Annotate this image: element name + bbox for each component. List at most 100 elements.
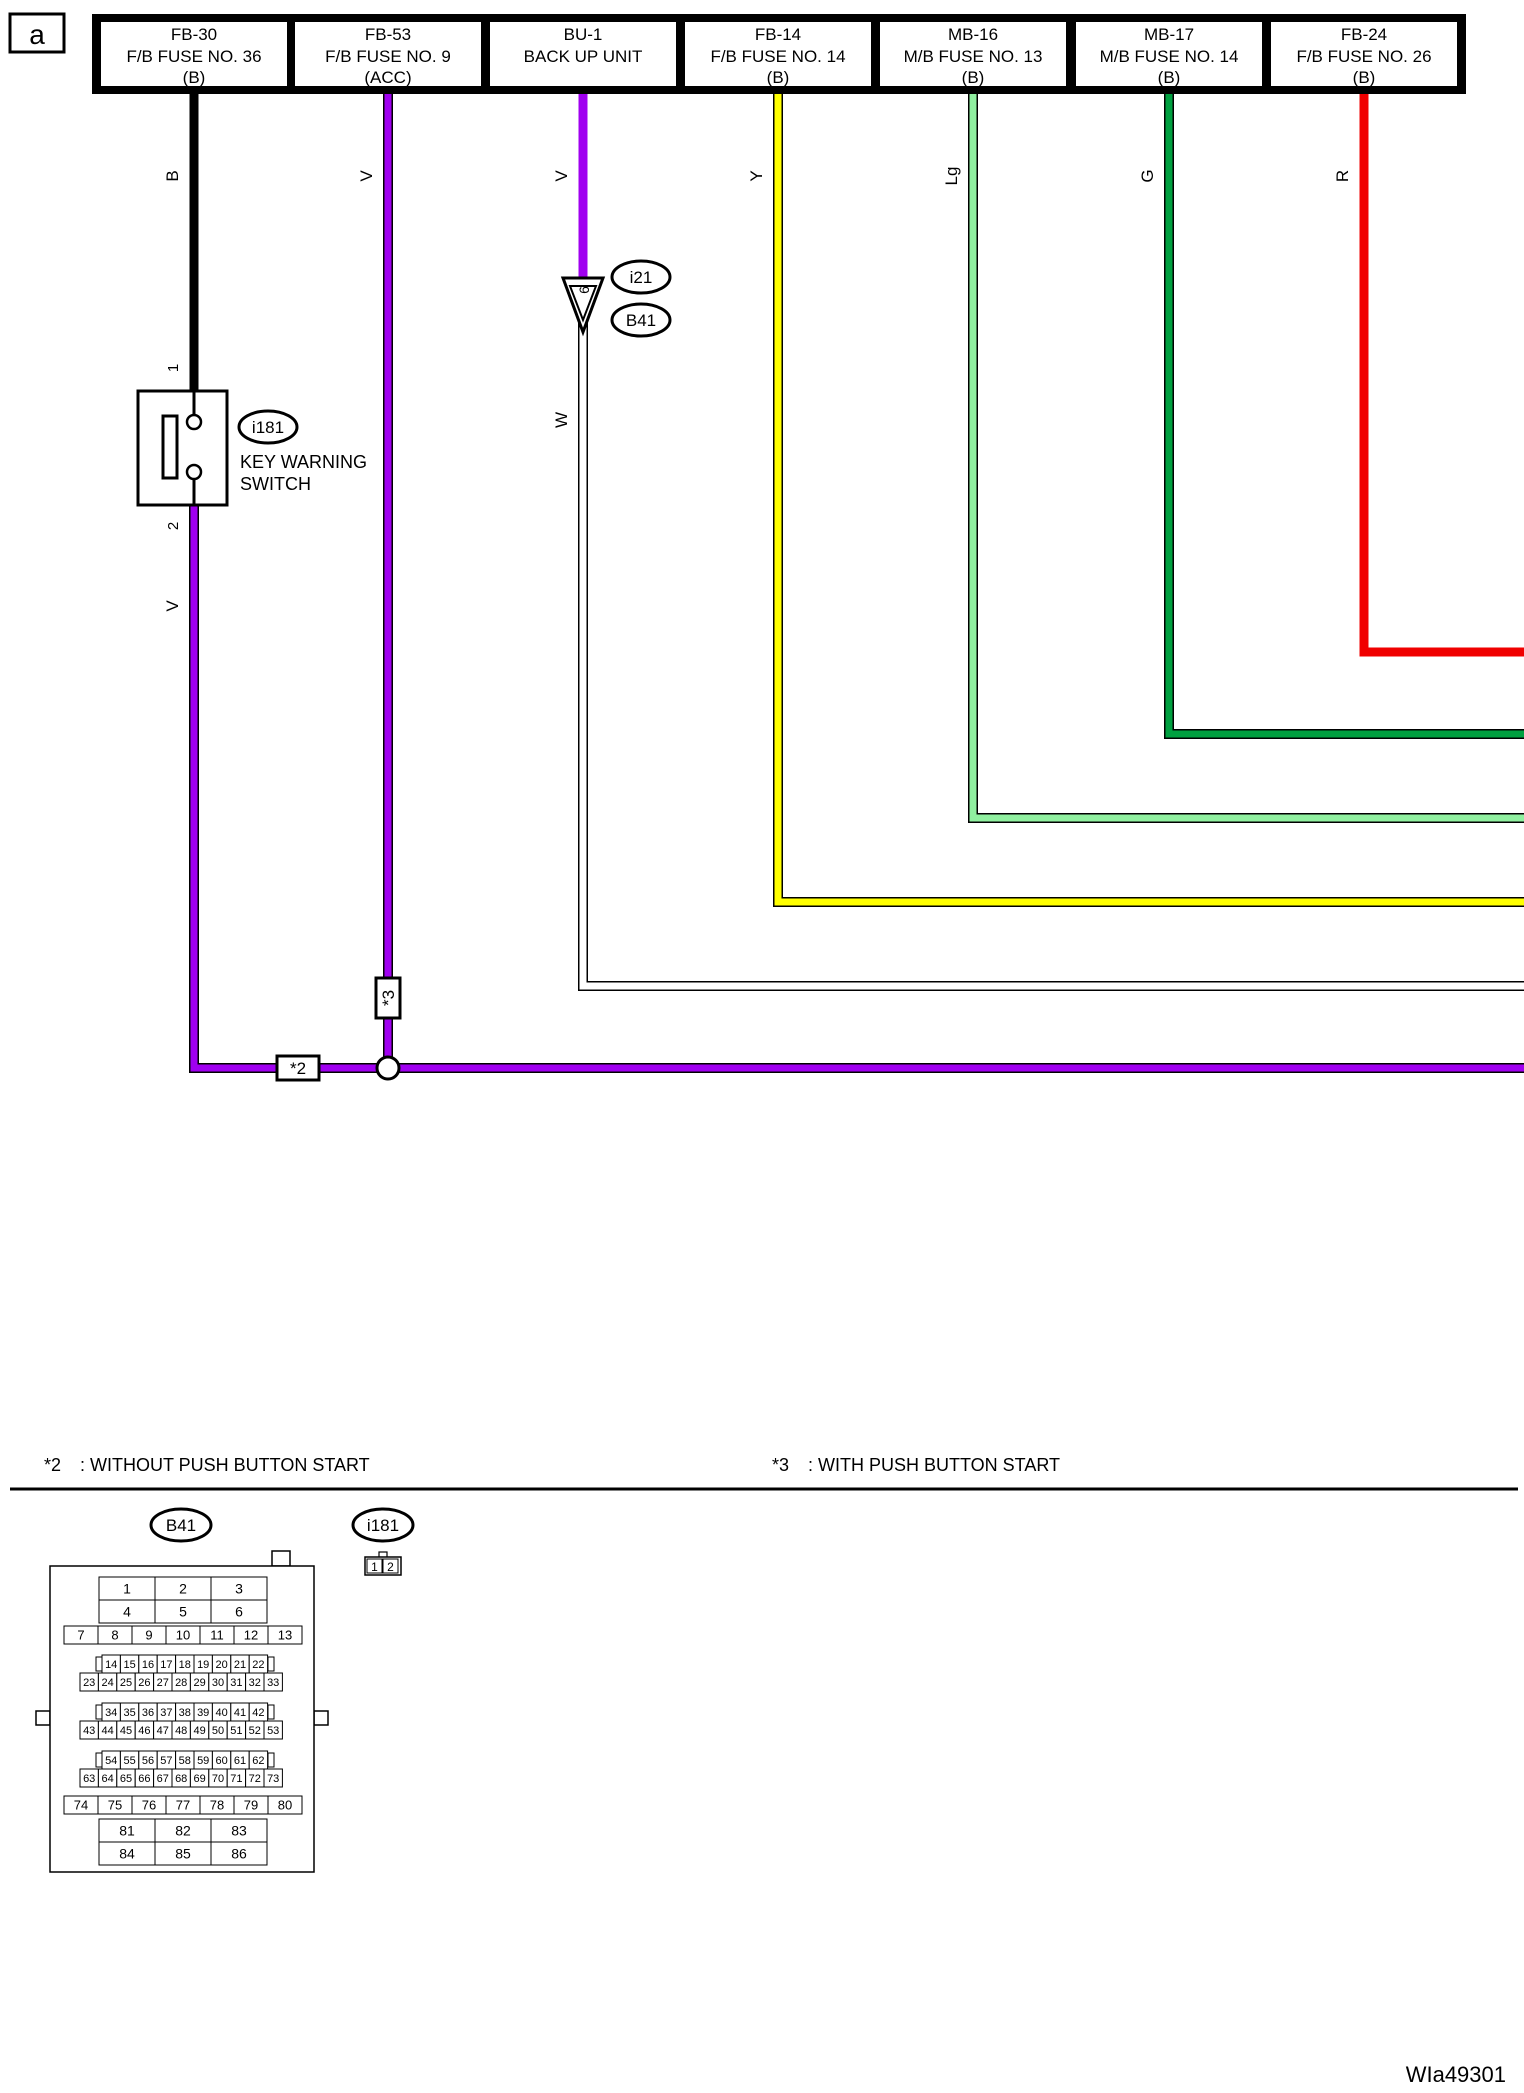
b41-pin-label: 64 (101, 1773, 113, 1785)
star3-tag: *3 (379, 990, 398, 1006)
b41-pin-label: 46 (138, 1725, 150, 1737)
b41-pin-label: 16 (142, 1659, 154, 1671)
wire-lg (969, 94, 1524, 822)
note3-code: *3 (772, 1455, 789, 1475)
b41-pin-label: 4 (123, 1604, 131, 1620)
b41-pin-label: 49 (193, 1725, 205, 1737)
b41-pin-label: 36 (142, 1707, 154, 1719)
b41-pin-cell (210, 1599, 268, 1624)
b41-pin-label: 13 (278, 1628, 292, 1643)
fuse-code: FB-30 (171, 25, 217, 44)
switch-name-line1: KEY WARNING (240, 452, 367, 472)
b41-pin-label: 9 (145, 1628, 152, 1643)
b41-grid-tab (267, 1656, 275, 1672)
wire-g (1165, 94, 1524, 738)
b41-pin-label: 69 (193, 1773, 205, 1785)
b41-grid-tab (95, 1656, 103, 1672)
b41-pin-label: 40 (215, 1707, 227, 1719)
b41-pin-label: 74 (74, 1798, 88, 1813)
i181-pin-cell (382, 1558, 399, 1574)
fuse-code: MB-17 (1144, 25, 1194, 44)
switch-pin-top: 1 (165, 364, 182, 372)
switch-body (136, 389, 229, 507)
star3-box (374, 976, 402, 1020)
b41-pin-label: 78 (210, 1798, 224, 1813)
wire-label-w: W (552, 412, 571, 428)
b41-pin-cell (210, 1841, 268, 1866)
b41-pin-label: 14 (105, 1659, 117, 1671)
b41-pin-label: 79 (244, 1798, 258, 1813)
fuse-name: BACK UP UNIT (524, 47, 643, 66)
b41-pin-label: 19 (197, 1659, 209, 1671)
wire-label-v-acc: V (357, 170, 376, 182)
wire-label-lg: Lg (942, 167, 961, 186)
fuse-box (1076, 22, 1262, 86)
b41-pin-label: 23 (83, 1677, 95, 1689)
b41-ref-oval (149, 1507, 213, 1543)
wire-label-r: R (1333, 170, 1352, 182)
fuse-type: (B) (1353, 68, 1376, 87)
key-warning-switch: 1 2 i181 KEY WARNING SWITCH (136, 364, 367, 530)
b41-pin-label: 44 (101, 1725, 113, 1737)
b41-pin-label: 52 (249, 1725, 261, 1737)
b41-pin-cell (263, 1768, 283, 1788)
fuse-box (685, 22, 871, 86)
star2-tag: *2 (290, 1059, 306, 1078)
b41-pin-label: 10 (176, 1628, 190, 1643)
wire-g-outline (1164, 94, 1524, 739)
fuse-name: M/B FUSE NO. 14 (1100, 47, 1239, 66)
note2-text: : WITHOUT PUSH BUTTON START (80, 1455, 370, 1475)
b41-pin-label: 54 (105, 1755, 117, 1767)
fuse-box (1271, 22, 1457, 86)
figure-id: WIa49301 (1406, 2062, 1506, 2087)
switch-ref: i181 (252, 418, 284, 437)
b41-pin-label: 17 (160, 1659, 172, 1671)
wire-y (774, 94, 1524, 906)
b41-pin-label: 72 (249, 1773, 261, 1785)
b41-pin-label: 37 (160, 1707, 172, 1719)
b41-pin-label: 82 (175, 1823, 191, 1839)
wire-label-y: Y (747, 170, 766, 181)
b41-pin-label: 29 (193, 1677, 205, 1689)
b41-tab-top (271, 1550, 291, 1567)
b41-pin-label: 28 (175, 1677, 187, 1689)
switch-name-line2: SWITCH (240, 474, 311, 494)
b41-pin-label: 5 (179, 1604, 187, 1620)
fuse-name: M/B FUSE NO. 13 (904, 47, 1043, 66)
i181-pin-label: 2 (387, 1560, 394, 1574)
b41-pin-label: 30 (212, 1677, 224, 1689)
fuse-name: F/B FUSE NO. 9 (325, 47, 451, 66)
b41-pin-label: 59 (197, 1755, 209, 1767)
fuse-type: (B) (962, 68, 985, 87)
b41-pin-label: 43 (83, 1725, 95, 1737)
b41-pin-label: 80 (278, 1798, 292, 1813)
wire-label-g: G (1138, 169, 1157, 182)
b41-pin-label: 71 (230, 1773, 242, 1785)
joint-ref-i21: i21 (630, 268, 653, 287)
i181-pin-label: 1 (371, 1560, 378, 1574)
b41-pin-label: 22 (252, 1659, 264, 1671)
option-tag-star3: *3 (374, 976, 402, 1020)
b41-pin-label: 85 (175, 1846, 191, 1862)
wires: B V V W Y Lg G R V (163, 94, 1524, 1073)
b41-pin-cell (263, 1720, 283, 1740)
b41-pin-cell (267, 1625, 303, 1645)
fuse-code: FB-53 (365, 25, 411, 44)
switch-actuator (161, 414, 179, 480)
b41-pin-cell (263, 1672, 283, 1692)
b41-pin-label: 55 (123, 1755, 135, 1767)
note3-text: : WITH PUSH BUTTON START (808, 1455, 1060, 1475)
b41-pin-label: 11 (210, 1628, 224, 1643)
fuse-box (490, 22, 676, 86)
b41-pin-label: 50 (212, 1725, 224, 1737)
b41-tab-right (313, 1710, 329, 1726)
b41-grid-tab (267, 1704, 275, 1720)
b41-grid-tab (95, 1752, 103, 1768)
b41-pin-label: 8 (111, 1628, 118, 1643)
switch-pin-bottom: 2 (165, 522, 182, 530)
joint-arrow-inner (568, 285, 598, 323)
wire-v-switch (190, 505, 388, 1072)
wire-lg-outline (968, 94, 1524, 823)
b41-pin-label: 53 (267, 1725, 279, 1737)
